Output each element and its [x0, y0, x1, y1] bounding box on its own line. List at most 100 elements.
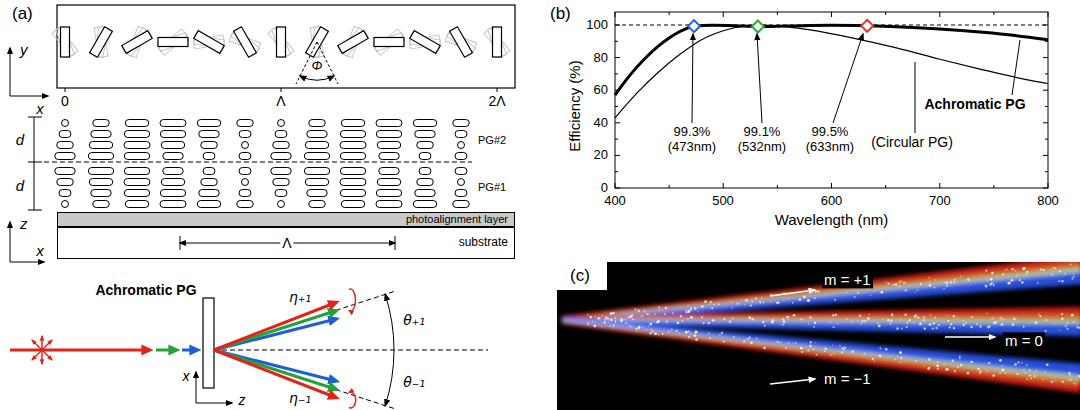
speckle [1003, 318, 1004, 319]
speckle [657, 320, 659, 322]
lc-molecule [242, 179, 249, 186]
speckle [629, 316, 631, 318]
speckle [841, 351, 843, 353]
speckle [989, 283, 992, 286]
speckle [943, 288, 944, 289]
speckle [744, 304, 745, 305]
speckle [985, 285, 988, 288]
tick [885, 12, 886, 15]
tick [615, 183, 616, 188]
order-arrow [770, 290, 815, 296]
speckle [1029, 375, 1031, 377]
speckle [598, 317, 600, 319]
speckle [935, 327, 938, 330]
lc-molecule [239, 131, 251, 138]
lc-molecule [239, 153, 251, 160]
lc-molecule [124, 131, 149, 138]
angle-symbol: θ₊₁ [403, 312, 425, 328]
speckle [601, 326, 602, 327]
speckle [886, 281, 888, 283]
ghost-rod [157, 33, 188, 52]
beam-band [562, 319, 1080, 381]
axis-title: Efficiency (%) [566, 60, 583, 151]
speckle [1053, 324, 1054, 325]
speckle [1073, 382, 1074, 383]
axis-name: x [36, 100, 44, 117]
speckle [962, 324, 964, 326]
speckle [664, 313, 666, 315]
lc-molecule [309, 201, 326, 208]
speckle [986, 370, 988, 372]
tick [1043, 122, 1048, 123]
speckle [809, 316, 812, 319]
speckle [1046, 363, 1049, 366]
tick [281, 88, 282, 92]
lc-molecule [55, 153, 75, 160]
tick [1043, 90, 1048, 91]
speckle [1004, 372, 1006, 374]
wavelength-value: (532nm) [738, 140, 786, 155]
lc-molecule [340, 142, 366, 149]
speckle [1013, 318, 1016, 321]
speckle [763, 347, 765, 349]
order-label: m = 0 [1003, 332, 1045, 349]
speckle [1062, 381, 1064, 383]
layer-boundary [44, 162, 472, 163]
speckle [839, 345, 841, 347]
speckle [945, 314, 946, 315]
lc-molecule [160, 131, 185, 138]
speckle [824, 347, 826, 349]
speckle [645, 312, 646, 313]
speckle [629, 325, 631, 327]
speckle [970, 361, 972, 363]
speckle [1053, 267, 1055, 269]
grating-plate [203, 298, 214, 388]
speckle [688, 330, 690, 332]
ghost-rod [488, 26, 507, 57]
speckle [687, 310, 690, 313]
speckle [589, 316, 591, 318]
speckle [638, 327, 640, 329]
speckle [1058, 280, 1059, 281]
speckle [932, 327, 934, 329]
speckle [795, 342, 797, 344]
beam-band [562, 268, 1080, 322]
speckle [685, 310, 687, 312]
tick [939, 12, 940, 17]
beam-glow [562, 255, 1080, 393]
speckle [603, 321, 605, 323]
axis-title: Wavelength (nm) [775, 211, 889, 228]
speckle [1021, 362, 1023, 364]
speckle [1059, 270, 1061, 272]
speckle [665, 307, 667, 309]
lc-rod [90, 27, 113, 57]
speckle [708, 332, 710, 334]
speckle [943, 364, 945, 366]
speckle [610, 318, 612, 320]
lc-molecule [57, 142, 74, 149]
speckle [852, 350, 855, 353]
speckle [830, 322, 831, 323]
speckle [1037, 282, 1039, 284]
speckle [1026, 364, 1028, 366]
speckle [761, 297, 763, 299]
lc-molecule [88, 153, 113, 160]
speckle [857, 320, 858, 321]
speckle [1005, 270, 1006, 271]
speckle [690, 332, 691, 333]
lc-molecule [376, 120, 402, 127]
speckle [687, 318, 689, 320]
speckle [921, 325, 922, 326]
director-top-view [10, 5, 515, 96]
speckle [695, 330, 698, 333]
angle-symbol: θ₋₁ [403, 374, 425, 390]
speckle [759, 301, 761, 303]
position-tick: 2Λ [488, 93, 505, 109]
lc-molecule [417, 142, 434, 149]
lc-molecule [305, 179, 328, 186]
speckle [1035, 370, 1037, 372]
speckle [701, 316, 703, 318]
tick-label: 100 [586, 18, 608, 33]
speckle [1006, 268, 1008, 270]
